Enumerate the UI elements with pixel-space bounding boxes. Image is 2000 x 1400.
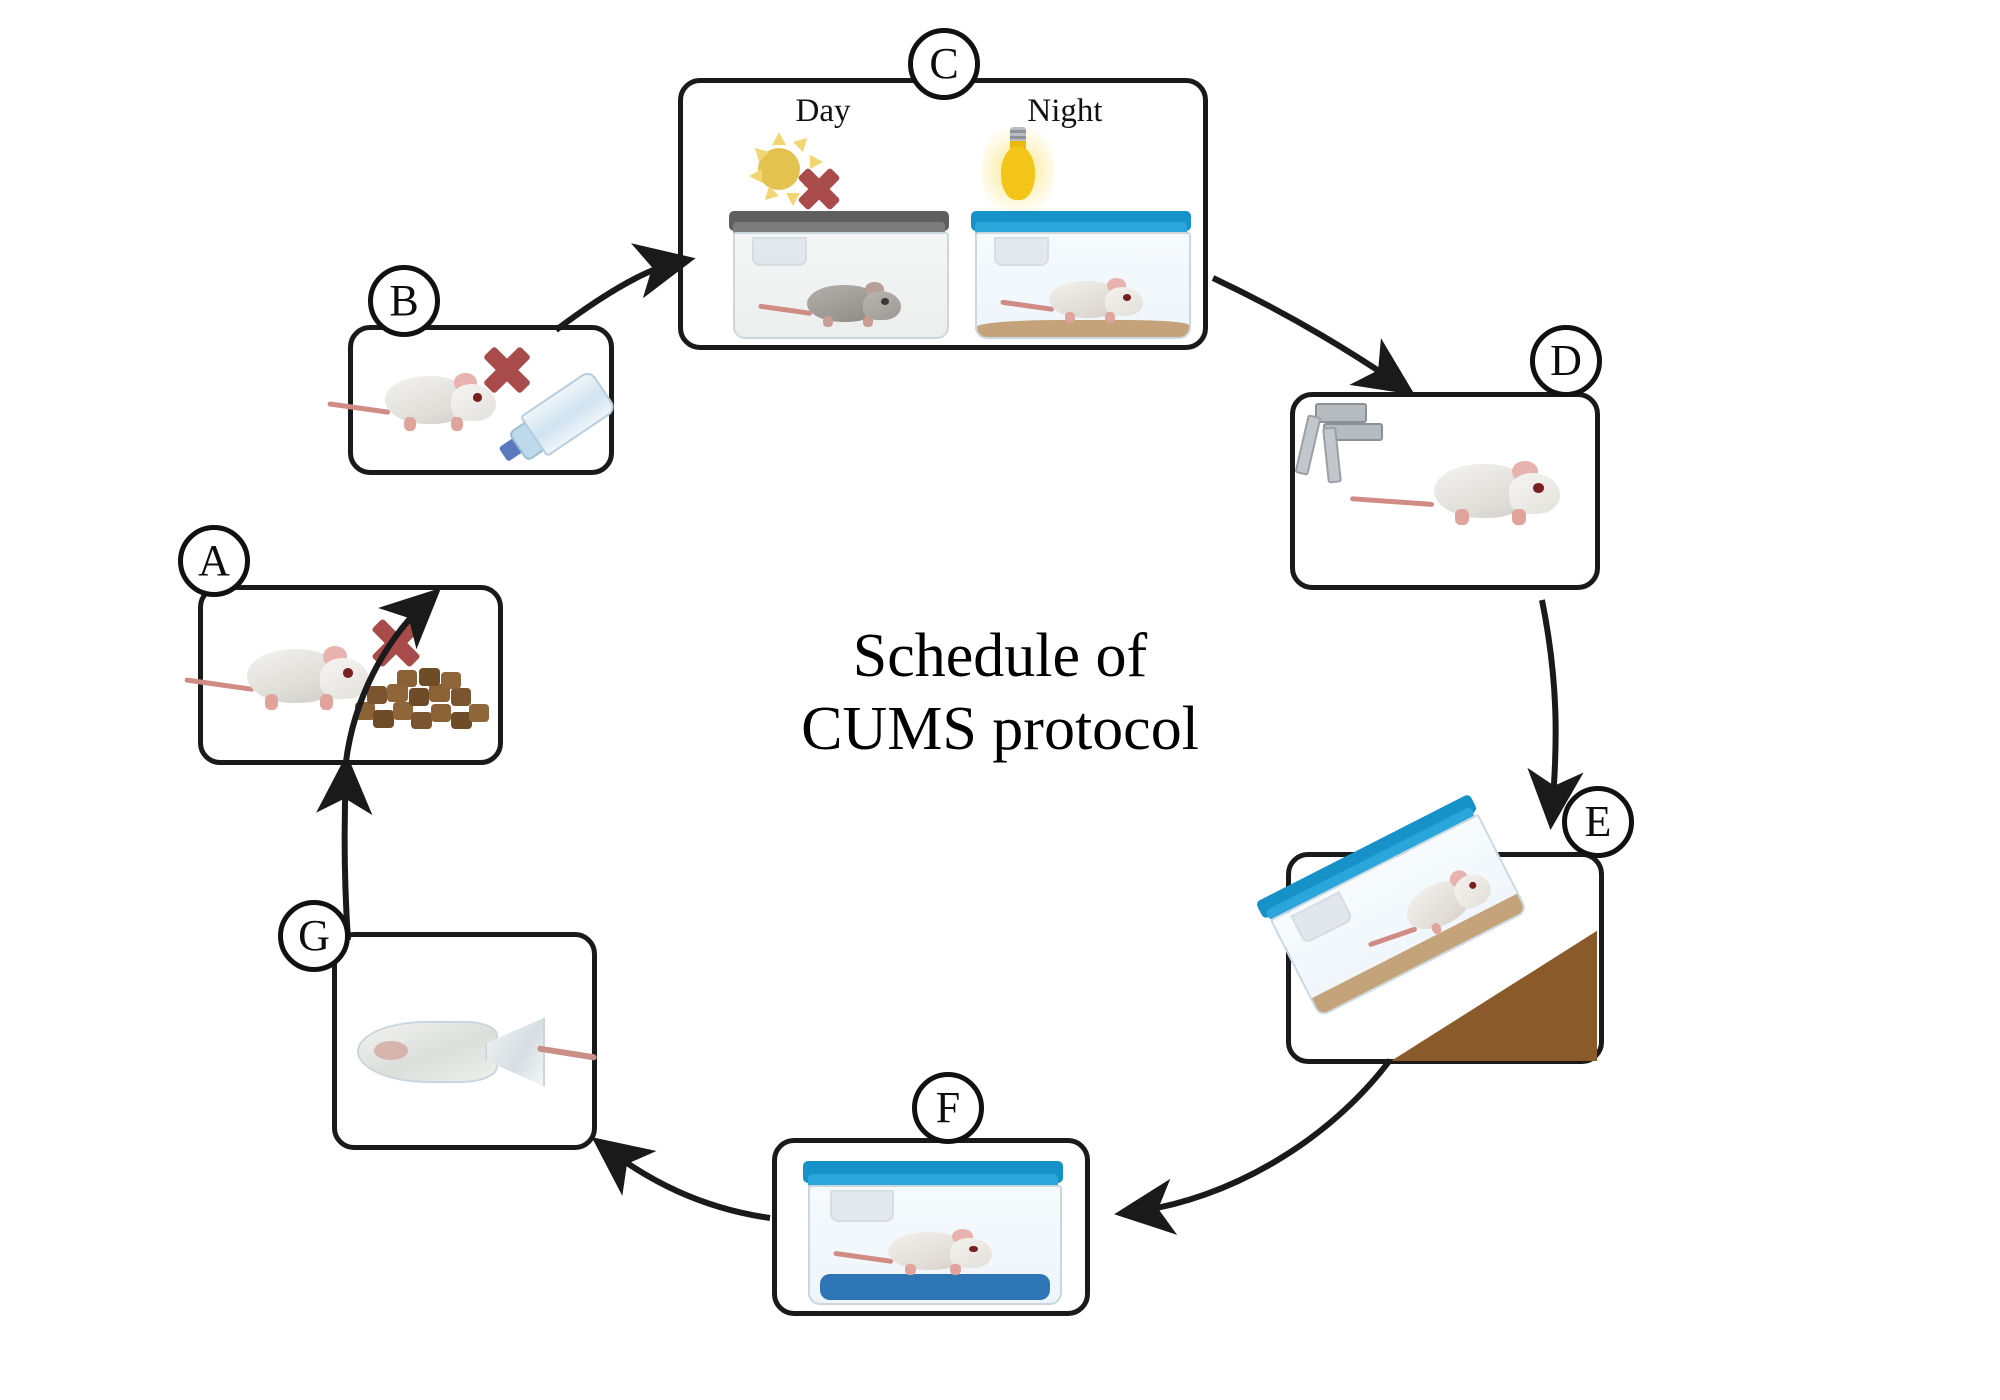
clamp-icon: [1294, 397, 1383, 484]
rat-head-in-bag: [374, 1041, 409, 1061]
bulb-glass: [1001, 146, 1035, 201]
rat-leg: [904, 1264, 917, 1276]
cage-water-bottle: [994, 237, 1049, 266]
cage-lid-rim: [808, 1173, 1058, 1188]
rat-tail: [1367, 926, 1418, 948]
panel-f-damp-bedding[interactable]: [772, 1138, 1090, 1316]
rat-leg: [1512, 509, 1526, 525]
rat-tail: [833, 1250, 893, 1265]
arrow-c-to-d: [1211, 275, 1415, 396]
cage-body: [808, 1184, 1062, 1305]
rat-leg: [403, 416, 416, 431]
arrow-b-to-c: [554, 243, 696, 333]
panel-label-e: E: [1562, 786, 1634, 858]
rat-head: [949, 1238, 992, 1268]
bulb-base: [1010, 126, 1026, 145]
rat-eye: [1533, 483, 1544, 493]
tilted-cage: [1255, 793, 1529, 1018]
title-line-1: Schedule of: [852, 622, 1148, 690]
rat-eye: [1122, 294, 1131, 301]
rat-leg: [1455, 509, 1469, 525]
panel-label-b: B: [368, 265, 440, 337]
diagram-title: Schedule of CUMS protocol: [620, 620, 1380, 766]
sun-disc: [757, 147, 801, 191]
rat-leg: [863, 316, 874, 327]
rat-illustration-c-night: [999, 270, 1145, 330]
rat-illustration-f: [833, 1221, 994, 1283]
arrow-g-to-a: [316, 754, 373, 941]
rat-leg: [1064, 312, 1075, 323]
panel-e-cage-tilting[interactable]: [1255, 793, 1604, 1064]
rat-leg: [1105, 312, 1116, 323]
rat-tail: [1350, 496, 1435, 508]
rat-tail: [327, 401, 392, 416]
panel-label-d: D: [1530, 325, 1602, 397]
panel-c-light-dark-cycle[interactable]: Day Night: [678, 78, 1208, 350]
rat-eye: [969, 1245, 979, 1253]
sun-icon: [741, 131, 823, 207]
restraint-bag: [357, 1007, 597, 1093]
night-label: Night: [1027, 93, 1103, 129]
rat-eye: [472, 393, 482, 402]
arrow-d-to-e: [1527, 599, 1584, 830]
rat-tail: [183, 677, 254, 693]
panel-label-a: A: [178, 525, 250, 597]
rat-head: [1509, 473, 1560, 515]
rat-illustration-d: [1350, 449, 1563, 535]
title-line-2: CUMS protocol: [801, 695, 1199, 764]
cage-lid-rim: [733, 222, 945, 235]
rat-tail: [999, 299, 1054, 313]
cage-wet: [803, 1161, 1063, 1305]
lightbulb-icon: [982, 116, 1054, 224]
rat-head: [451, 383, 497, 422]
panel-d-tail-pinching[interactable]: [1290, 392, 1600, 590]
cage-day-dark: [729, 211, 949, 339]
rat-tail: [536, 1045, 597, 1061]
red-x-icon-a: [363, 610, 429, 676]
cage-body: [733, 232, 949, 339]
red-x-icon-c: [791, 161, 847, 217]
rat-leg: [822, 316, 833, 327]
cage-bedding: [977, 319, 1189, 337]
cage-lid-rim: [975, 222, 1187, 235]
arrow-f-to-g: [591, 1137, 771, 1221]
panel-g-restraint-stress[interactable]: [332, 932, 597, 1150]
rat-leg: [264, 694, 278, 710]
panel-b-water-deprivation[interactable]: [327, 325, 618, 475]
panel-a-food-deprivation[interactable]: [183, 585, 503, 765]
food-pellets-a: [351, 668, 491, 730]
cage-night-lit: [971, 211, 1191, 339]
rat-leg: [451, 416, 464, 431]
cage-water-bottle: [752, 237, 807, 266]
panel-label-g: G: [278, 900, 350, 972]
panel-label-f: F: [912, 1072, 984, 1144]
rat-leg: [949, 1264, 961, 1276]
rat-illustration-b: [327, 362, 499, 440]
panel-label-c: C: [908, 28, 980, 100]
day-label: Day: [795, 93, 851, 129]
water-layer: [820, 1274, 1050, 1300]
rat-illustration-c-day: [757, 274, 903, 334]
rat-eye: [880, 298, 889, 305]
cage-body: [975, 232, 1191, 339]
rat-head: [1105, 286, 1144, 316]
arrow-e-to-f: [1114, 1058, 1393, 1235]
rat-tail: [757, 303, 812, 317]
rat-head: [863, 290, 902, 320]
rat-leg: [319, 694, 333, 710]
cage-water-bottle: [830, 1190, 895, 1223]
red-x-icon-b: [475, 338, 539, 402]
